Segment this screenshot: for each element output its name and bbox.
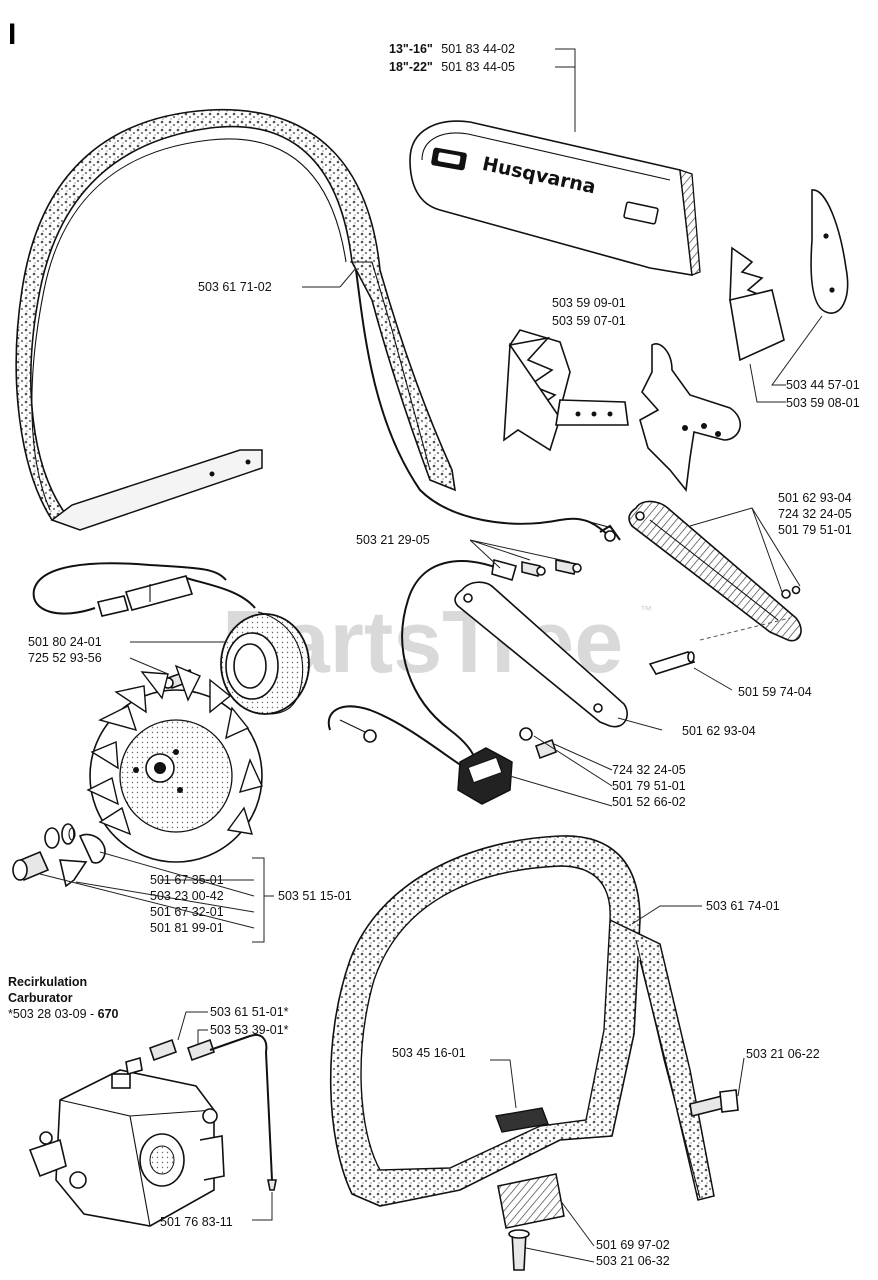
- leader-rubber-block: [490, 1059, 517, 1109]
- recirculation-line1: Recirkulation: [8, 975, 87, 989]
- leader-ignition: [129, 641, 226, 675]
- leader-pin: [693, 667, 733, 691]
- label-ignition-2: 725 52 93-56: [28, 651, 102, 665]
- label-flywheel-2: 503 23 00-42: [150, 889, 224, 903]
- spike-b-small-part: [729, 189, 849, 362]
- leader-rear-handle: [631, 905, 702, 925]
- flywheel-hardware-part: [12, 823, 106, 888]
- label-flywheel-kit: 503 51 15-01: [278, 889, 352, 903]
- carb-hose-part: [209, 1034, 277, 1191]
- label-switch-group-2: 724 32 24-05: [778, 507, 852, 521]
- screw-bottom-part: [508, 1229, 530, 1271]
- ignition-module-part: [220, 611, 310, 715]
- stop-switch-part: [457, 747, 513, 805]
- bar-cover-part: Husqvarna: [409, 120, 701, 276]
- label-spike-b1: 503 44 57-01: [786, 378, 860, 392]
- bar-cover-size-2: 18"-22": [389, 60, 433, 74]
- leader-damper: [525, 1199, 595, 1263]
- leader-carb-hose: [252, 1192, 273, 1221]
- bar-cover-labels: 13"-16" 501 83 44-02 18"-22" 501 83 44-0…: [389, 40, 515, 75]
- leader-screw-group: [469, 539, 571, 569]
- leader-bar-cover: [555, 48, 576, 132]
- leader-spike-b: [749, 315, 823, 403]
- wire-connectors: [96, 521, 613, 617]
- carburetor-part: [28, 1056, 225, 1227]
- leader-carb-fittings: [177, 1011, 208, 1044]
- label-stop-switch: 501 52 66-02: [612, 795, 686, 809]
- switch-plate-upper-part: [628, 500, 802, 642]
- label-carb-fitting-2: 503 53 39-01*: [210, 1023, 289, 1037]
- carb-fittings-part: [148, 1038, 216, 1062]
- leader-switch-plate: [617, 717, 663, 731]
- watermark-tm: ™: [640, 603, 652, 617]
- label-carb-fitting-1: 503 61 51-01*: [210, 1005, 289, 1019]
- bracket-flywheel-kit: [252, 857, 274, 943]
- bar-cover-row-2: 18"-22" 501 83 44-05: [389, 58, 515, 75]
- small-screws-right: [781, 585, 801, 599]
- recirculation-note: Recirkulation Carburator *503 28 03-09 -…: [8, 975, 119, 1021]
- label-switch-group-3: 501 79 51-01: [778, 523, 852, 537]
- label-screw-group: 503 21 29-05: [356, 533, 430, 547]
- bar-cover-number-1: 501 83 44-02: [441, 42, 515, 56]
- label-screw-c: 503 21 06-22: [746, 1047, 820, 1061]
- flywheel-part: [86, 664, 263, 863]
- label-switch-group-1: 501 62 93-04: [778, 491, 852, 505]
- rubber-block-part: [495, 1107, 549, 1133]
- bar-cover-size-1: 13"-16": [389, 42, 433, 56]
- screw-washer-part: [519, 727, 558, 760]
- label-flywheel-4: 501 81 99-01: [150, 921, 224, 935]
- screw-c-part: [689, 1089, 739, 1117]
- recirculation-line2: Carburator: [8, 991, 73, 1005]
- label-pin: 501 59 74-04: [738, 685, 812, 699]
- label-washer-b: 501 79 51-01: [612, 779, 686, 793]
- front-handle-part: [15, 109, 456, 531]
- leader-screw-washer: [533, 735, 613, 787]
- label-flywheel-1: 501 67 35-01: [150, 873, 224, 887]
- section-letter: I: [8, 18, 16, 51]
- label-ignition-1: 501 80 24-01: [28, 635, 102, 649]
- leader-flywheel: [39, 851, 255, 929]
- label-switch-plate: 501 62 93-04: [682, 724, 756, 738]
- screw-group-part: [521, 559, 582, 577]
- damper-part: [497, 1173, 565, 1229]
- label-damper-1: 501 69 97-02: [596, 1238, 670, 1252]
- pin-part: [648, 651, 696, 675]
- bumper-spike-a-part: [503, 329, 629, 452]
- bar-cover-number-2: 501 83 44-05: [441, 60, 515, 74]
- label-rear-handle: 503 61 74-01: [706, 899, 780, 913]
- recirculation-line3: *503 28 03-09 - 670: [8, 1007, 119, 1021]
- label-flywheel-3: 501 67 32-01: [150, 905, 224, 919]
- recirculation-model: 670: [98, 1007, 119, 1021]
- rear-handle-part: [329, 835, 715, 1207]
- switch-plate-lower-part: [454, 581, 628, 728]
- leader-switch-group: [689, 507, 801, 593]
- label-front-handle: 503 61 71-02: [198, 280, 272, 294]
- bar-cover-row-1: 13"-16" 501 83 44-02: [389, 40, 515, 57]
- leader-screw-c: [737, 1057, 745, 1097]
- label-spike-b2: 503 59 08-01: [786, 396, 860, 410]
- label-carb-hose: 501 76 83-11: [160, 1215, 233, 1229]
- label-screw-b: 724 32 24-05: [612, 763, 686, 777]
- label-spike-a1: 503 59 09-01: [552, 296, 626, 310]
- recirculation-part-number: *503 28 03-09 -: [8, 1007, 98, 1021]
- label-rubber-block: 503 45 16-01: [392, 1046, 466, 1060]
- label-damper-2: 503 21 06-32: [596, 1254, 670, 1268]
- bumper-spike-b-part: [639, 343, 742, 492]
- label-spike-a2: 503 59 07-01: [552, 314, 626, 328]
- leader-stop-switch: [509, 775, 613, 807]
- ignition-wires: [32, 269, 621, 776]
